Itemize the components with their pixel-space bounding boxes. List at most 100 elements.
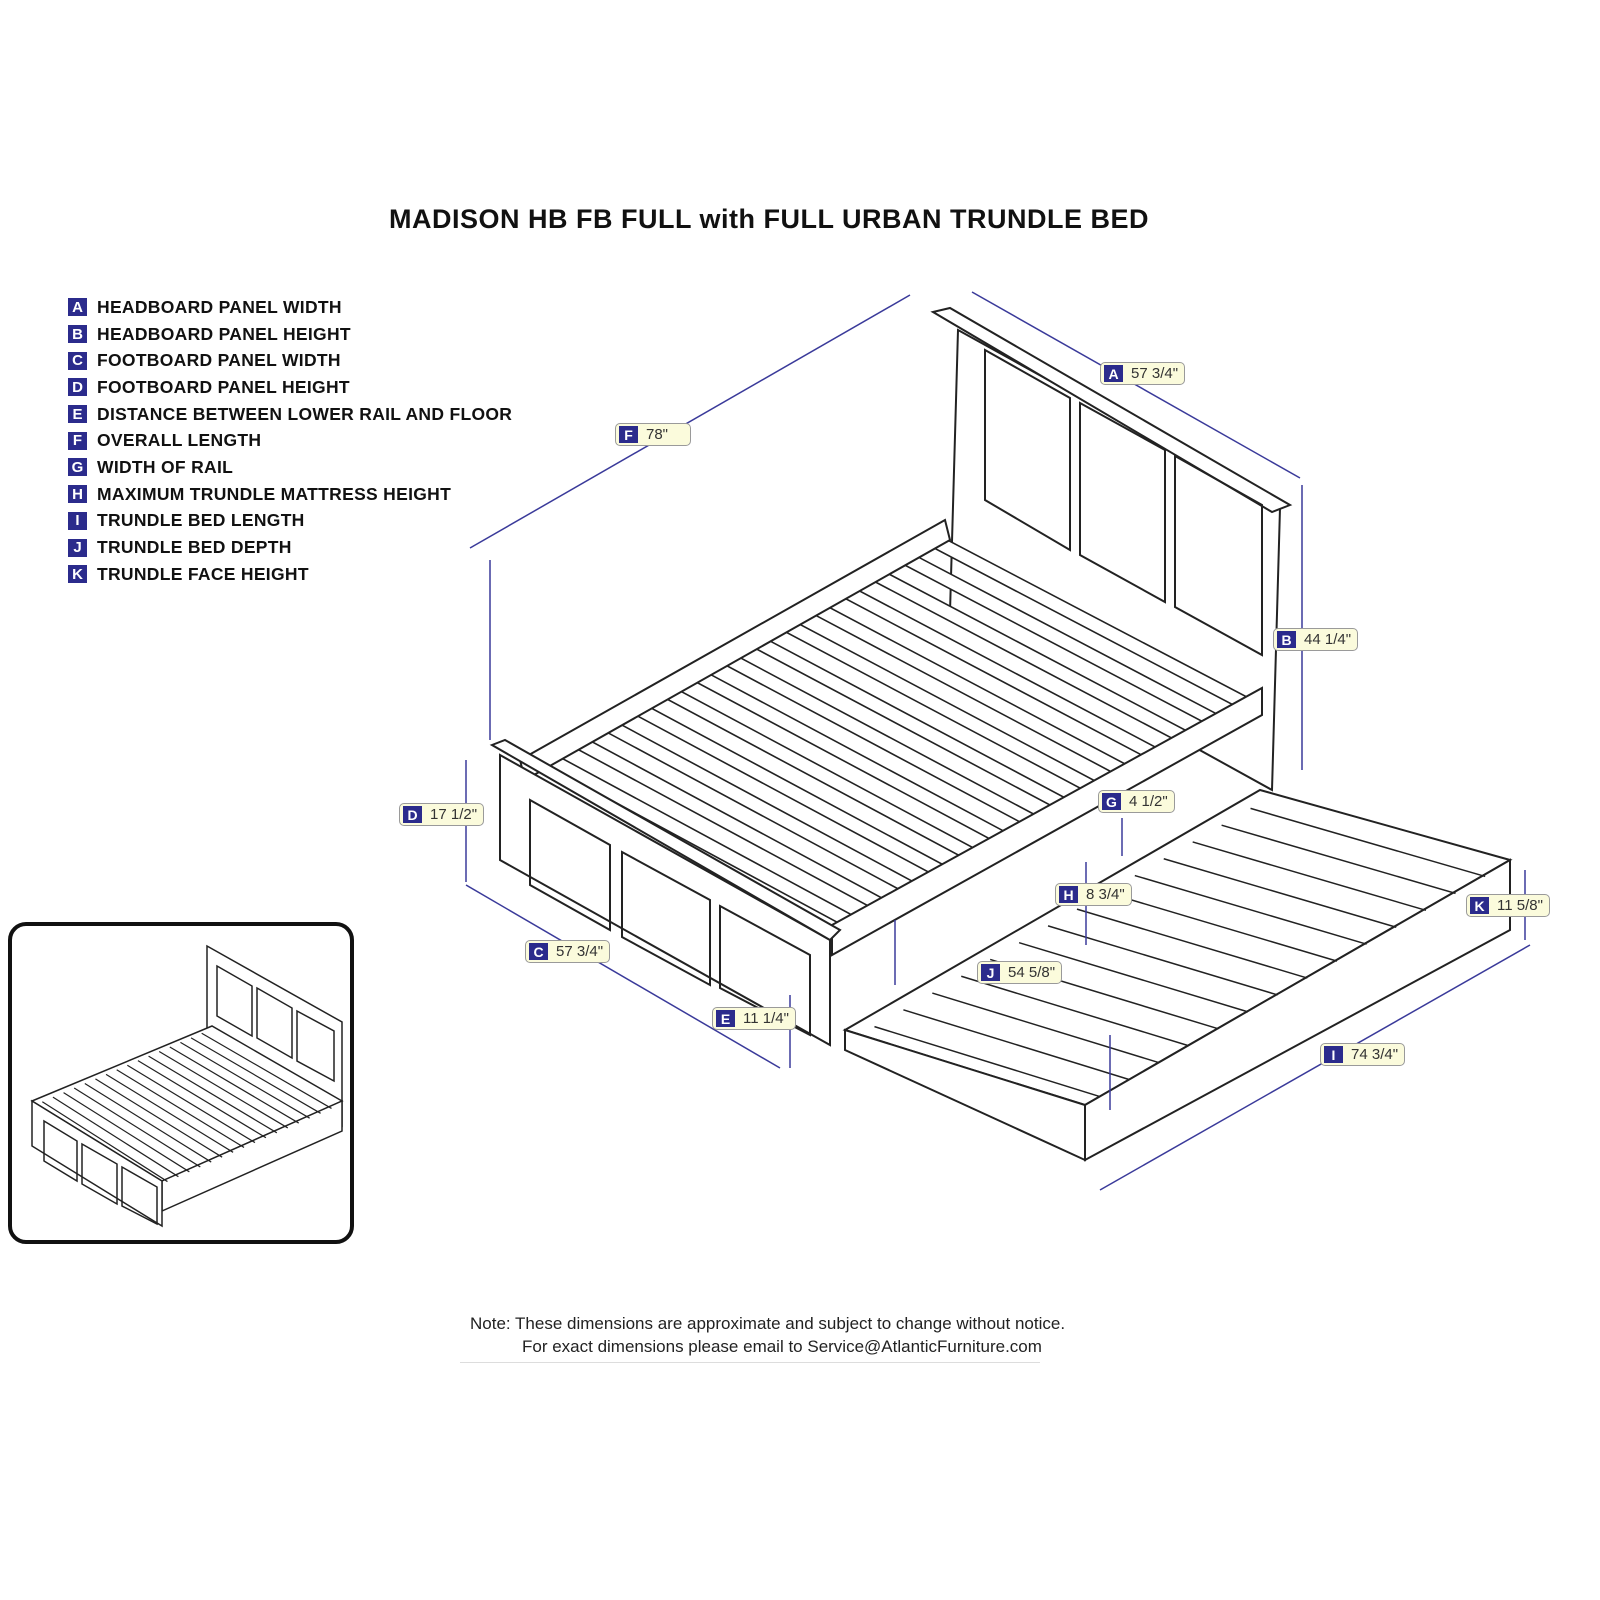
legend-badge: B — [68, 325, 87, 344]
legend-badge: H — [68, 485, 87, 504]
disclaimer-note: Note: These dimensions are approximate a… — [470, 1312, 1065, 1358]
footboard — [499, 753, 831, 1047]
dim-line-c — [465, 884, 781, 1069]
legend-item-h: H MAXIMUM TRUNDLE MATTRESS HEIGHT — [68, 481, 512, 508]
slat — [932, 992, 1160, 1064]
slat — [105, 1073, 234, 1153]
slat — [84, 1082, 212, 1163]
footboard-panel — [529, 798, 611, 932]
right-rail — [831, 686, 1263, 957]
legend-badge: J — [68, 538, 87, 557]
slat — [148, 1055, 278, 1134]
slat — [190, 1037, 321, 1114]
dim-value: 44 1/4" — [1304, 631, 1352, 648]
footboard-cap — [489, 738, 842, 942]
trundle-slats — [874, 807, 1486, 1098]
dim-value: 57 3/4" — [556, 943, 604, 960]
slat — [116, 1069, 245, 1148]
slat — [63, 1092, 190, 1173]
headboard-panel — [1079, 401, 1166, 604]
slat — [41, 1101, 168, 1183]
trundle-face — [1084, 858, 1511, 1162]
legend-label: FOOTBOARD PANEL HEIGHT — [97, 376, 350, 397]
dimension-lines — [465, 291, 1531, 1191]
dim-value: 78" — [646, 426, 669, 443]
thumbnail-drawing — [30, 944, 344, 1228]
divider — [460, 1362, 1040, 1363]
dim-value: 54 5/8" — [1008, 964, 1056, 981]
legend-label: OVERALL LENGTH — [97, 430, 262, 451]
dim-value: 8 3/4" — [1086, 886, 1125, 903]
legend-item-f: F OVERALL LENGTH — [68, 427, 512, 454]
slat — [1221, 824, 1456, 895]
legend-item-a: A HEADBOARD PANEL WIDTH — [68, 294, 512, 321]
slat — [201, 1032, 332, 1109]
legend-label: TRUNDLE FACE HEIGHT — [97, 563, 309, 584]
legend-badge: A — [68, 298, 87, 317]
legend-badge: K — [68, 565, 87, 584]
slat — [1076, 908, 1308, 979]
slat — [1163, 858, 1397, 928]
legend-label: FOOTBOARD PANEL WIDTH — [97, 350, 341, 371]
dim-line-f — [469, 294, 911, 549]
diagram-title: MADISON HB FB FULL with FULL URBAN TRUND… — [389, 204, 1149, 234]
headboard-cap — [930, 306, 1293, 514]
slat — [95, 1078, 223, 1158]
bed-slats — [538, 534, 1256, 928]
legend-item-j: J TRUNDLE BED DEPTH — [68, 534, 512, 561]
slat — [158, 1051, 289, 1129]
legend-badge: G — [68, 458, 87, 477]
assembled-bed-thumbnail — [8, 922, 354, 1244]
slat — [1250, 807, 1486, 878]
legend-item-c: C FOOTBOARD PANEL WIDTH — [68, 347, 512, 374]
slat — [1105, 891, 1338, 962]
legend-badge: F — [68, 431, 87, 450]
dim-line-i — [1099, 944, 1531, 1191]
headboard-panel — [1174, 454, 1263, 657]
dim-line-a — [971, 291, 1301, 479]
dim-value: 11 5/8" — [1497, 897, 1543, 914]
legend-badge: C — [68, 351, 87, 370]
dim-value: 4 1/2" — [1129, 793, 1168, 810]
dim-value: 74 3/4" — [1351, 1046, 1399, 1063]
slat — [1018, 941, 1249, 1013]
headboard-panel — [984, 348, 1071, 552]
legend-item-d: D FOOTBOARD PANEL HEIGHT — [68, 374, 512, 401]
legend-item-b: B HEADBOARD PANEL HEIGHT — [68, 321, 512, 348]
legend-label: TRUNDLE BED LENGTH — [97, 510, 305, 531]
slat — [73, 1087, 201, 1168]
slat — [180, 1041, 310, 1119]
legend-item-k: K TRUNDLE FACE HEIGHT — [68, 561, 512, 588]
dim-value: 17 1/2" — [430, 806, 478, 823]
legend-label: HEADBOARD PANEL WIDTH — [97, 296, 342, 317]
legend-label: HEADBOARD PANEL HEIGHT — [97, 323, 351, 344]
dim-value: 57 3/4" — [1131, 365, 1179, 382]
note-line-1: Note: These dimensions are approximate a… — [470, 1314, 1066, 1333]
note-line-2: For exact dimensions please email to Ser… — [522, 1337, 1042, 1356]
slat — [127, 1064, 256, 1144]
legend-label: TRUNDLE BED DEPTH — [97, 537, 292, 558]
slat — [137, 1060, 267, 1139]
legend-badge: E — [68, 405, 87, 424]
slat — [961, 975, 1189, 1047]
bed-rails-footboard — [489, 518, 1263, 1047]
slat — [52, 1096, 179, 1178]
legend-label: MAXIMUM TRUNDLE MATTRESS HEIGHT — [97, 483, 452, 504]
legend-badge: D — [68, 378, 87, 397]
legend: A HEADBOARD PANEL WIDTH B HEADBOARD PANEL … — [68, 294, 512, 588]
